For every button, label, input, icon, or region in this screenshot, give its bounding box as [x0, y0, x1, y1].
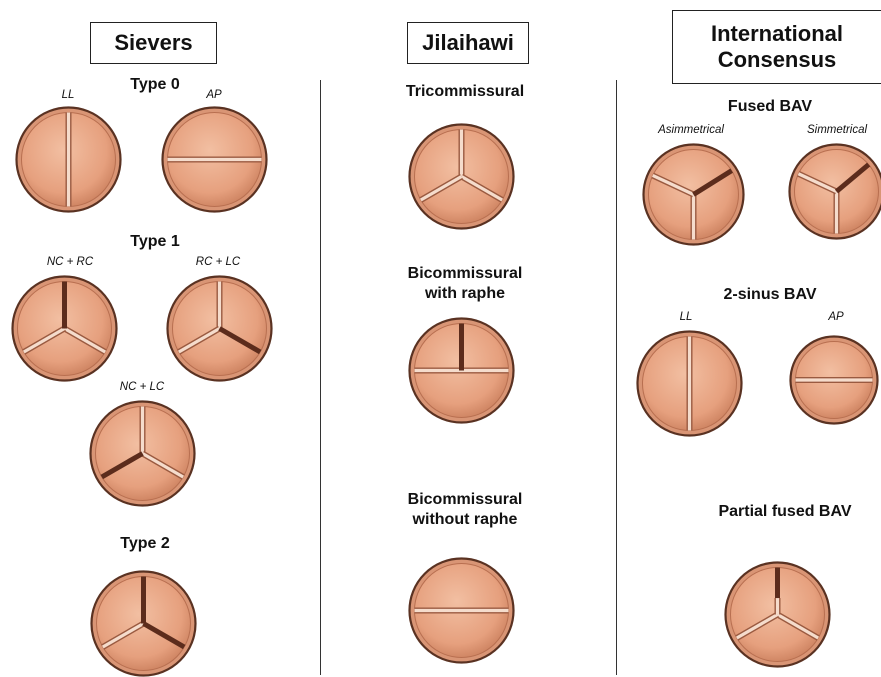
valve-consensus-two-sinus-ll	[636, 330, 743, 437]
consensus-fused-asym-label: Asimmetrical	[636, 124, 746, 136]
jilaihawi-bicommissural-no-raphe-label: Bicommissural without raphe	[380, 490, 550, 530]
valve-jilaihawi-bicommissural-raphe	[408, 317, 515, 424]
sievers-type2-label: Type 2	[90, 534, 200, 554]
sievers-type0-ap-label: AP	[194, 89, 234, 101]
consensus-partial-label: Partial fused BAV	[690, 502, 880, 522]
valve-jilaihawi-tricommissural	[408, 123, 515, 230]
valve-consensus-fused-sym	[788, 143, 881, 240]
sievers-type1-ncrc-label: NC + RC	[20, 256, 120, 268]
jilaihawi-title: Jilaihawi	[407, 22, 529, 64]
sievers-type1-nclc-label: NC + LC	[92, 381, 192, 393]
sievers-type0-ll-label: LL	[48, 89, 88, 101]
sievers-type1-label: Type 1	[100, 232, 210, 252]
consensus-fused-sym-label: Simmetrical	[782, 124, 881, 136]
sievers-type1-rclc-label: RC + LC	[168, 256, 268, 268]
consensus-two-sinus-ap-label: AP	[816, 311, 856, 323]
valve-sievers-type0-ap	[161, 106, 268, 213]
valve-sievers-type2	[90, 570, 197, 677]
valve-consensus-fused-asym	[642, 143, 745, 246]
consensus-two-sinus-ll-label: LL	[666, 311, 706, 323]
jilaihawi-tricommissural-label: Tricommissural	[380, 82, 550, 102]
jilaihawi-bicommissural-raphe-label: Bicommissural with raphe	[380, 264, 550, 304]
valve-jilaihawi-bicommissural-no-raphe	[408, 557, 515, 664]
column-divider-right	[616, 80, 617, 675]
valve-consensus-partial	[724, 561, 831, 668]
valve-sievers-type1-rclc	[166, 275, 273, 382]
valve-sievers-type0-ll	[15, 106, 122, 213]
consensus-two-sinus-label: 2-sinus BAV	[690, 285, 850, 305]
valve-consensus-two-sinus-ap	[789, 330, 879, 430]
column-divider-left	[320, 80, 321, 675]
valve-sievers-type1-ncrc	[11, 275, 118, 382]
valve-sievers-type1-nclc	[89, 400, 196, 507]
sievers-title: Sievers	[90, 22, 217, 64]
consensus-fused-label: Fused BAV	[690, 97, 850, 117]
consensus-title: International Consensus	[672, 10, 881, 84]
